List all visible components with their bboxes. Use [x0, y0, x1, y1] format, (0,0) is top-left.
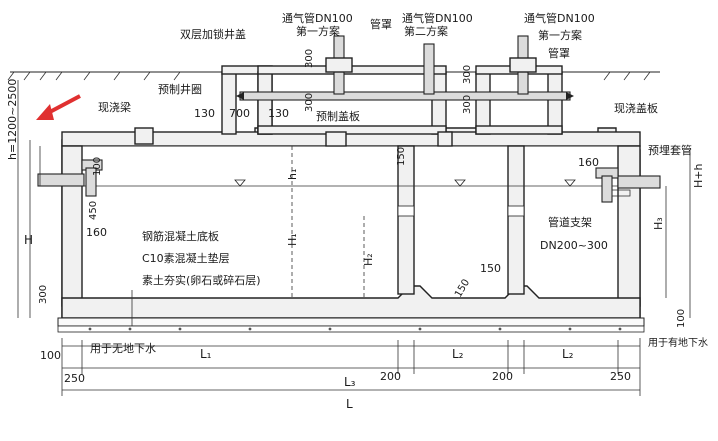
dim-150-b: 150: [480, 262, 501, 275]
dim-250-right: 250: [610, 370, 631, 383]
cast-beam-left: [134, 127, 154, 145]
left-wall: [61, 145, 83, 307]
vent-riser-2: [423, 43, 435, 95]
dim-L2-b: L₂: [562, 347, 574, 361]
dim-L3: L₃: [344, 375, 356, 389]
dim-H2: H₂: [362, 253, 375, 266]
label-pipe-dn: DN200~300: [540, 239, 608, 252]
dim-H1: H₁: [286, 233, 299, 246]
label-pipe-support: 管道支架: [548, 215, 592, 229]
label-vent-pipe-3: 通气管DN100: [524, 11, 595, 25]
water-level-mark-2: [454, 179, 466, 187]
partition-wall-2: [507, 145, 525, 295]
dim-200-a: 200: [380, 370, 401, 383]
dim-450: 450: [88, 201, 99, 220]
water-level-mark-3: [564, 179, 576, 187]
dim-160-right: 160: [578, 156, 599, 169]
dim-300-bottom: 300: [38, 285, 49, 304]
label-pipe-hood-1: 管罩: [370, 17, 392, 31]
dim-100-left: 100: [92, 157, 103, 176]
label-precast-cover: 预制盖板: [316, 109, 360, 123]
label-no-groundwater: 用于无地下水: [90, 342, 156, 355]
label-pipe-hood-2: 管罩: [548, 46, 570, 60]
red-arrow-icon: [36, 94, 81, 120]
pipe-hood-2: [509, 57, 537, 73]
dim-L1: L₁: [200, 347, 212, 361]
cushion-layer: [57, 317, 645, 327]
dim-h1-a: h₁: [286, 169, 299, 180]
precast-cover-plate: [257, 125, 447, 135]
water-level-mark-1: [234, 179, 246, 187]
ground-hatch: [7, 71, 651, 81]
gravel-layer: [57, 325, 645, 333]
label-compacted-soil: 素土夯实(卵石或碎石层): [142, 273, 261, 287]
dim-150-a: 150: [396, 147, 407, 166]
label-vent-pipe-1-sub: 第一方案: [296, 24, 340, 38]
inlet-pipe-left: [37, 159, 103, 197]
dim-H3: H₃: [652, 217, 665, 230]
dim-L: L: [346, 397, 353, 411]
partition-opening-1: [397, 205, 415, 217]
label-precast-ring: 预制井圈: [158, 82, 202, 96]
label-h-range: h=1200~2500: [6, 79, 19, 160]
dim-130-right: 130: [268, 107, 289, 120]
label-vent-pipe-2: 通气管DN100: [402, 11, 473, 25]
label-c10-cushion: C10素混凝土垫层: [142, 251, 230, 265]
dim-100-right-v: 100: [676, 309, 687, 328]
dim-300-c: 300: [462, 65, 473, 84]
label-embedded-sleeve: 预埋套管: [648, 143, 692, 157]
arrow-right-icon: [566, 92, 574, 100]
dim-200-b: 200: [492, 370, 513, 383]
dim-100-bottom-left: 100: [40, 349, 61, 362]
dim-H: H: [24, 233, 33, 247]
partition-opening-2: [507, 205, 525, 217]
dim-160-left: 160: [86, 226, 107, 239]
dim-300-b: 300: [304, 93, 315, 112]
label-double-cover: 双层加锁井盖: [180, 27, 246, 41]
label-vent-pipe-2-sub: 第二方案: [404, 24, 448, 38]
label-vent-pipe-1: 通气管DN100: [282, 11, 353, 25]
dim-300-d: 300: [462, 95, 473, 114]
dim-L2-a: L₂: [452, 347, 464, 361]
label-cast-beam-left: 现浇梁: [98, 100, 131, 114]
cover-beam-right: [437, 131, 453, 147]
label-rc-floor: 钢筋混凝土底板: [142, 229, 219, 243]
precast-cover-plate-right: [475, 125, 563, 135]
dim-300-a: 300: [304, 49, 315, 68]
dim-250-left: 250: [64, 372, 85, 385]
outlet-pipe-right: [595, 167, 661, 203]
label-with-groundwater: 用于有地下水: [648, 336, 708, 349]
dim-130-left: 130: [194, 107, 215, 120]
partition-wall-1: [397, 145, 415, 295]
dim-Hh: H+h: [692, 164, 705, 188]
dim-ticks-bottom: [61, 338, 641, 396]
right-wall: [617, 145, 641, 307]
dim-700: 700: [229, 107, 250, 120]
cover-beam-mid: [325, 131, 347, 147]
label-vent-pipe-3-sub: 第一方案: [538, 28, 582, 42]
label-cast-cover-right: 现浇盖板: [614, 101, 658, 115]
arrow-left-icon: [236, 92, 244, 100]
pipe-hood-1: [325, 57, 353, 73]
